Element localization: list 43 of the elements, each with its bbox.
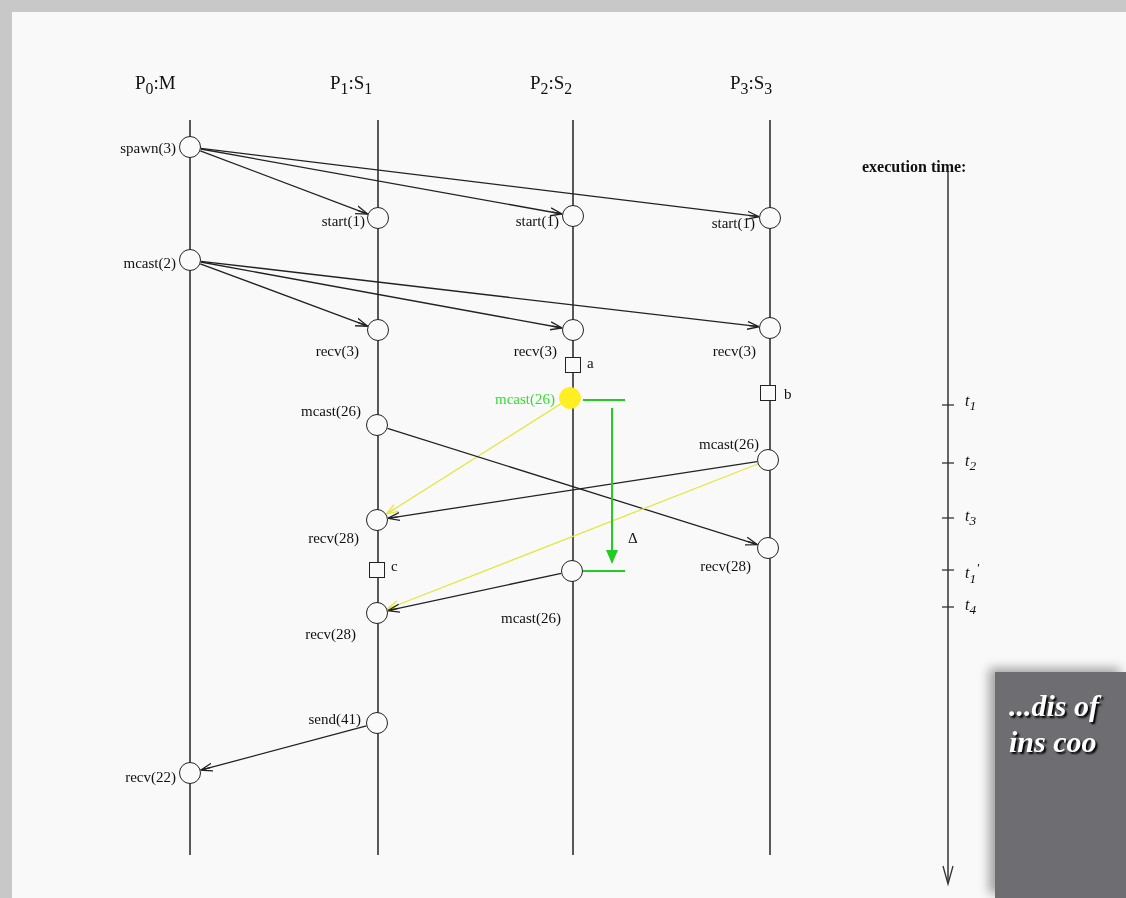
time-mark: t$_{3}$ bbox=[965, 507, 977, 530]
message-arrow bbox=[199, 150, 369, 215]
time-mark: t$_{1}$ bbox=[965, 392, 977, 415]
message-arrow bbox=[200, 148, 563, 217]
event-label: start(1) bbox=[515, 213, 559, 229]
event-label: start(1) bbox=[711, 215, 755, 231]
event-label: recv(28) bbox=[308, 530, 359, 546]
marker-letter: c bbox=[391, 558, 398, 574]
message-arrow bbox=[386, 427, 759, 546]
event-label: recv(22) bbox=[125, 769, 176, 785]
delta-label: Δ bbox=[628, 530, 638, 547]
process-header: P$_{2}$:S$_{2}$ bbox=[530, 72, 573, 98]
event-label: send(41) bbox=[308, 711, 361, 727]
message-arrow bbox=[386, 463, 759, 610]
process-header: P$_{3}$:S$_{3}$ bbox=[730, 72, 773, 98]
marker-letter: b bbox=[784, 386, 792, 402]
message-arrow bbox=[199, 263, 369, 327]
event-label: mcast(26) bbox=[501, 610, 561, 626]
message-arrow bbox=[200, 147, 760, 220]
message-arrow bbox=[200, 260, 760, 330]
event-label: recv(3) bbox=[513, 343, 557, 359]
event-label: mcast(26) bbox=[301, 403, 361, 419]
event-label: recv(28) bbox=[305, 626, 356, 642]
process-header: P$_{1}$:S$_{1}$ bbox=[330, 72, 373, 98]
event-label: recv(3) bbox=[712, 343, 756, 359]
time-mark: t$_{2}$ bbox=[965, 452, 977, 475]
message-arrow bbox=[387, 461, 758, 522]
message-arrow bbox=[387, 572, 562, 613]
message-arrow bbox=[200, 261, 563, 331]
event-label: recv(3) bbox=[315, 343, 359, 359]
message-arrow bbox=[385, 403, 562, 515]
axis-title: execution time: bbox=[862, 158, 967, 176]
event-label: mcast(26) bbox=[699, 436, 759, 452]
event-label: mcast(2) bbox=[123, 255, 176, 271]
event-label: mcast(26) bbox=[495, 391, 555, 407]
event-label: start(1) bbox=[321, 213, 365, 229]
process-header: P$_{0}$:M bbox=[135, 72, 176, 98]
event-label: spawn(3) bbox=[120, 140, 176, 156]
event-label: recv(28) bbox=[700, 558, 751, 574]
marker-letter: a bbox=[587, 355, 594, 371]
note-text: ...dis of ins coo bbox=[1009, 688, 1113, 760]
message-arrow bbox=[199, 725, 368, 772]
time-mark: t$_{4}$ bbox=[965, 596, 977, 619]
